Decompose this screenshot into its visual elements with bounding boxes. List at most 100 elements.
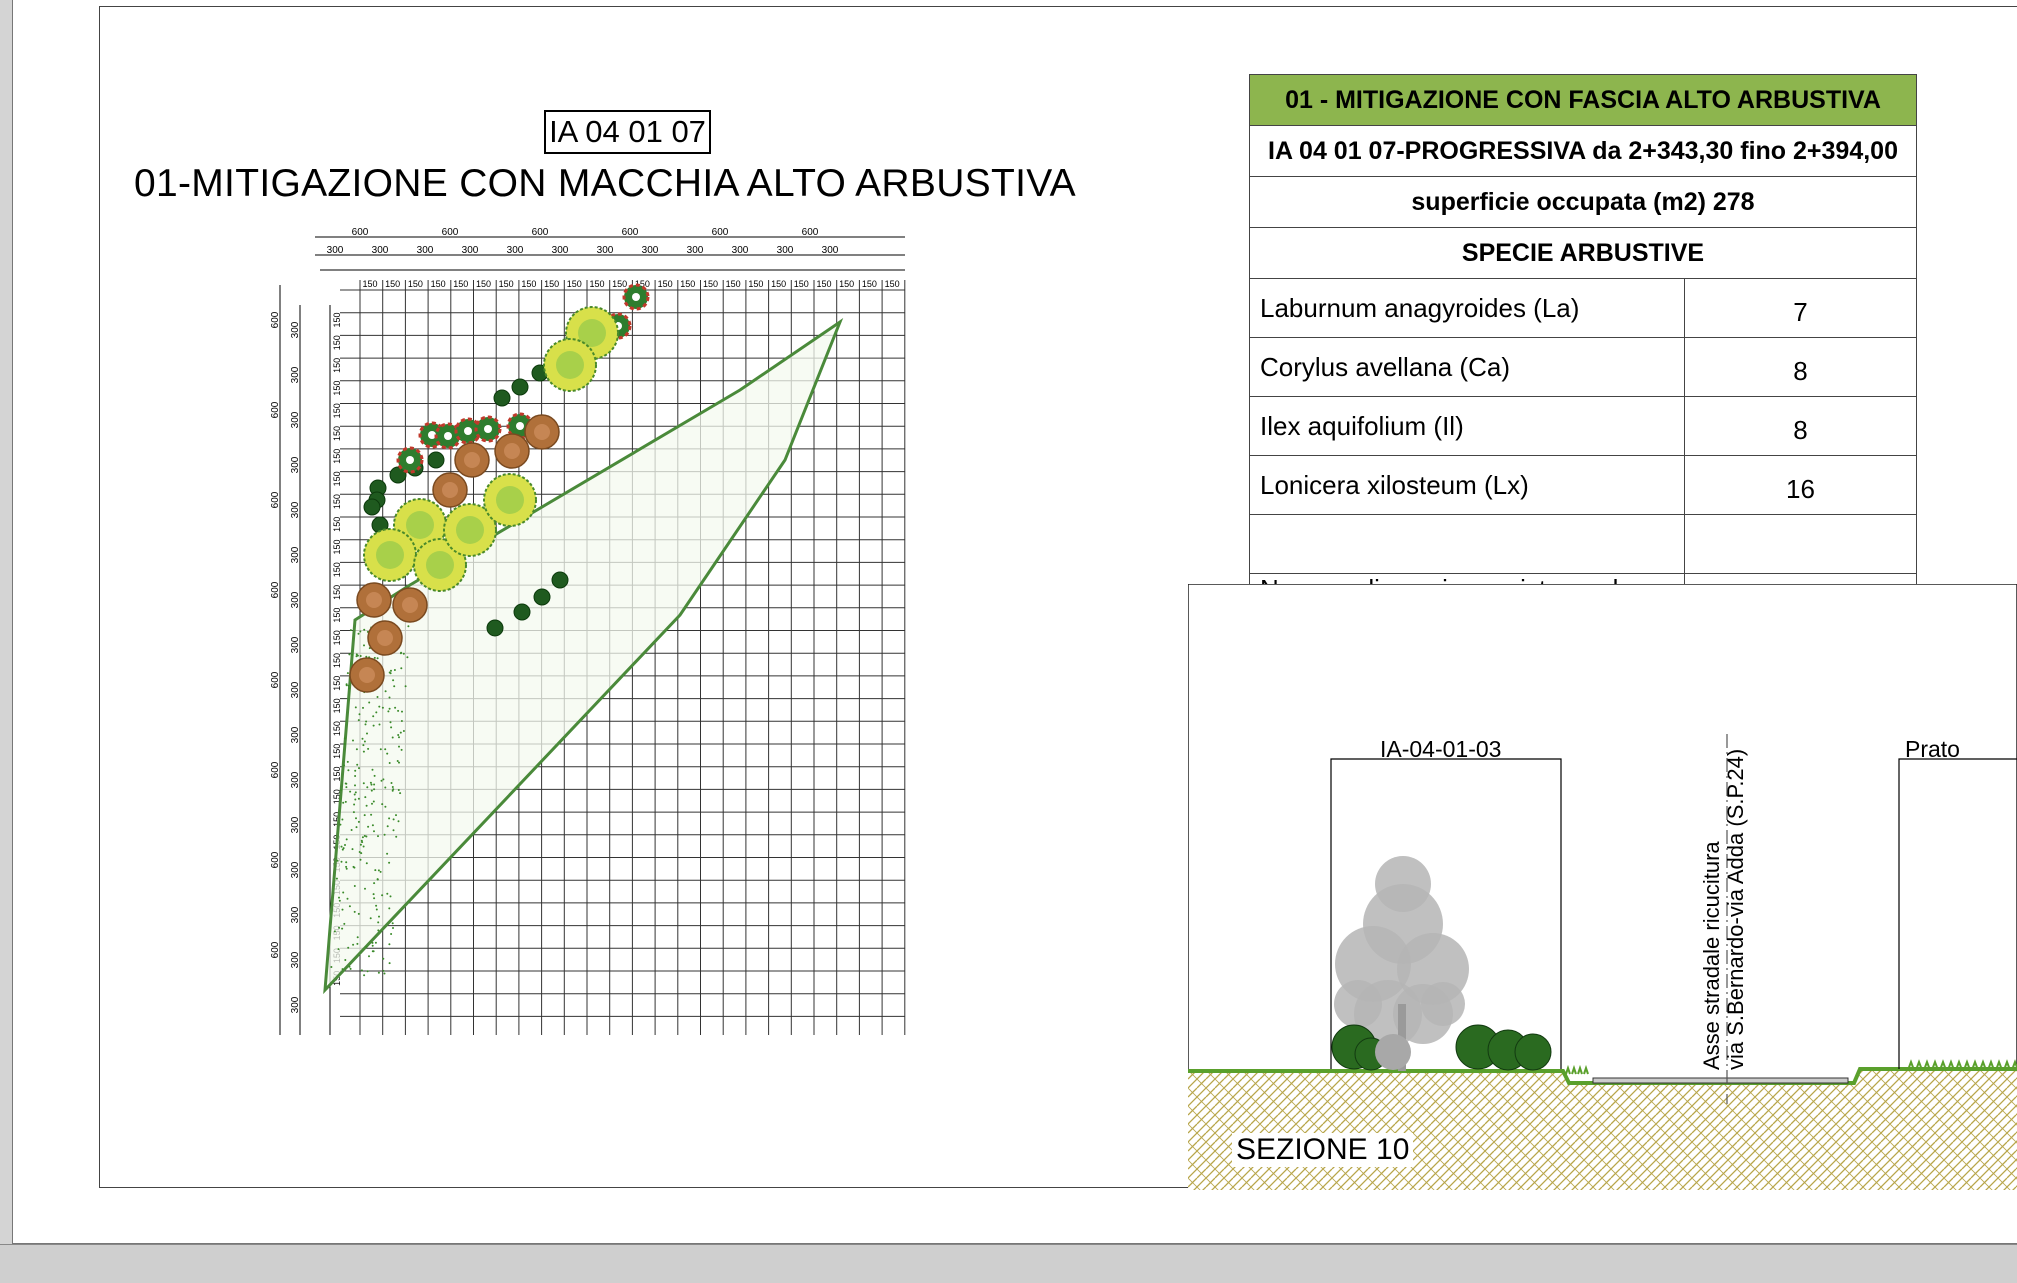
- grass-tuft: [1947, 1059, 1955, 1071]
- dimension-text: 300: [290, 861, 301, 878]
- ground-cover-dot: [386, 752, 389, 755]
- grass-tuft: [1979, 1059, 1987, 1071]
- dimension-text: 150: [332, 471, 342, 486]
- ground-cover-dot: [341, 818, 344, 821]
- ground-cover-dot: [380, 779, 383, 782]
- dimension-text: 150: [703, 279, 718, 289]
- ground-cover-dot: [377, 921, 380, 924]
- ground-cover-dot: [406, 656, 409, 659]
- grass-tuft: [1939, 1059, 1947, 1071]
- ground-cover-dot: [390, 782, 393, 784]
- ground-cover-dot: [362, 845, 365, 848]
- dimension-text: 150: [332, 358, 342, 373]
- ground-cover-dot: [345, 838, 348, 841]
- ground-cover-dot: [359, 655, 362, 657]
- ground-cover-dot: [345, 782, 348, 785]
- dimension-text: 150: [332, 812, 342, 827]
- ground-cover-dot: [377, 929, 380, 932]
- ground-cover-dot: [376, 657, 379, 660]
- ground-cover-dot: [343, 764, 346, 767]
- ground-cover-dot: [397, 709, 400, 712]
- ground-cover-dot: [357, 912, 360, 915]
- ground-cover-dot: [366, 786, 369, 789]
- species-name: [1249, 514, 1685, 574]
- ground-cover-dot: [376, 696, 379, 698]
- ground-cover-dot: [343, 737, 346, 740]
- table-row: Corylus avellana (Ca)8: [1249, 337, 1917, 397]
- ground-cover-dot: [339, 823, 342, 826]
- section-zone-right-label: Prato: [1905, 736, 1960, 762]
- grass-tuft: [1565, 1064, 1571, 1075]
- ground-cover-dot: [375, 904, 378, 907]
- ground-cover-dot: [404, 685, 407, 688]
- ground-cover-dot: [367, 747, 370, 750]
- ground-cover-dot: [381, 803, 384, 806]
- dimension-text: 150: [612, 279, 627, 289]
- ilex-shrub: [427, 451, 445, 469]
- dimension-text: 150: [476, 279, 491, 289]
- laburnum-shrub-center: [496, 486, 524, 514]
- ilex-shrub: [493, 389, 511, 407]
- ground-cover-dot: [346, 897, 349, 900]
- ground-cover-dot: [395, 814, 397, 817]
- ground-cover-dot: [399, 731, 402, 734]
- ground-cover-dot: [396, 760, 399, 762]
- ground-cover-dot: [352, 811, 355, 814]
- dimension-text: 150: [332, 766, 342, 781]
- ground-cover-dot: [342, 801, 345, 804]
- ground-cover-dot: [366, 970, 369, 973]
- ground-cover-dot: [384, 786, 387, 789]
- dimension-text: 300: [732, 245, 749, 256]
- ground-cover-dot: [355, 653, 358, 656]
- species-name: Corylus avellana (Ca): [1249, 337, 1685, 397]
- dimension-text: 600: [270, 581, 281, 598]
- ground-cover-dot: [376, 878, 379, 881]
- ground-cover-dot: [398, 761, 400, 764]
- dimension-text: 300: [290, 501, 301, 518]
- dimension-text: 150: [408, 279, 423, 289]
- ground-cover-dot: [337, 948, 340, 951]
- table-superficie: superficie occupata (m2) 278: [1249, 176, 1917, 228]
- dimension-text: 150: [885, 279, 900, 289]
- ground-cover-dot: [347, 769, 350, 772]
- dimension-text: 150: [332, 744, 342, 759]
- ground-cover-dot: [361, 737, 364, 740]
- ground-cover-dot: [365, 945, 368, 948]
- ground-cover-dot: [373, 830, 375, 833]
- ground-cover-dot: [341, 927, 344, 930]
- drawing-frame: [99, 6, 2017, 1188]
- ground-cover-dot: [388, 671, 391, 674]
- ground-cover-dot: [340, 789, 342, 792]
- ground-cover-dot: [399, 792, 402, 795]
- species-qty: 8: [1684, 396, 1917, 456]
- ground-cover-dot: [373, 897, 376, 900]
- ground-cover-dot: [351, 653, 354, 656]
- grass-tuft: [1907, 1059, 1915, 1071]
- ground-cover-dot: [382, 778, 385, 781]
- ground-cover-dot: [392, 829, 395, 832]
- ground-cover-dot: [388, 907, 391, 910]
- species-qty: 7: [1684, 278, 1917, 338]
- ground-cover-dot: [398, 736, 400, 739]
- grass-tuft: [1583, 1064, 1589, 1075]
- ground-cover-dot: [364, 796, 367, 799]
- ground-cover-dot: [341, 848, 344, 851]
- grass-tuft: [1963, 1059, 1971, 1071]
- species-table: 01 - MITIGAZIONE CON FASCIA ALTO ARBUSTI…: [1249, 74, 1917, 637]
- dimension-text: 300: [597, 245, 614, 256]
- dimension-text: 150: [748, 279, 763, 289]
- ground-cover-dot: [370, 813, 373, 816]
- ground-cover-dot: [364, 723, 367, 726]
- ground-cover-dot: [390, 726, 393, 729]
- lonicera-shrub-center: [632, 293, 640, 301]
- dimension-text: 300: [290, 636, 301, 653]
- ground-cover-dot: [348, 965, 351, 968]
- ground-cover-dot: [346, 672, 349, 675]
- ground-cover-dot: [359, 858, 362, 861]
- ground-cover-dot: [347, 946, 350, 949]
- ground-cover-dot: [357, 719, 360, 722]
- ground-cover-dot: [386, 825, 389, 828]
- ground-cover-dot: [353, 793, 356, 796]
- laburnum-shrub-center: [456, 516, 484, 544]
- plan-title: 01-MITIGAZIONE CON MACCHIA ALTO ARBUSTIV…: [134, 162, 1076, 205]
